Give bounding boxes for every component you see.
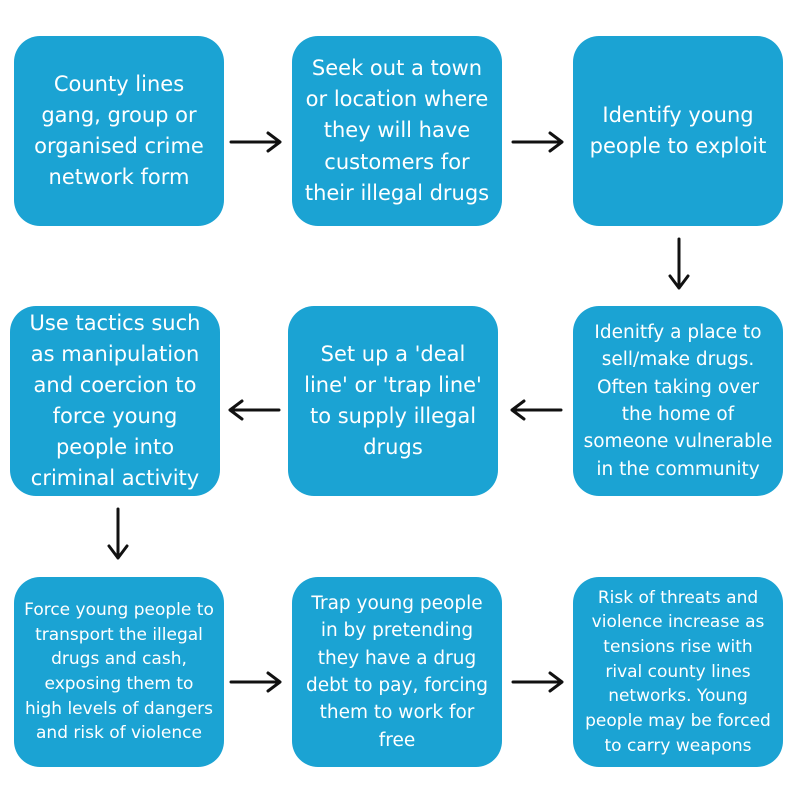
step-3-text: Identify young people to exploit [589, 102, 767, 158]
step-6-box: Use tactics such as manipulation and coe… [10, 306, 220, 496]
arrow-right-icon [511, 131, 564, 153]
step-5-box: Set up a 'deal line' or 'trap line' to s… [288, 306, 498, 496]
step-8-box: Trap young people in by pretending they … [292, 577, 502, 767]
arrow-left-icon [228, 399, 281, 421]
step-7-text: Force young people to transport the ille… [24, 600, 214, 744]
step-8-text: Trap young people in by pretending they … [305, 592, 489, 751]
step-4-text: Idenitfy a place to sell/make drugs. Oft… [583, 321, 773, 480]
step-9-text: Risk of threats and violence increase as… [585, 587, 771, 756]
step-5-text: Set up a 'deal line' or 'trap line' to s… [304, 341, 482, 460]
step-1-box: County lines gang, group or organised cr… [14, 36, 224, 226]
arrow-right-icon [229, 131, 282, 153]
step-7-box: Force young people to transport the ille… [14, 577, 224, 767]
arrow-left-icon [510, 399, 563, 421]
step-3-box: Identify young people to exploit [573, 36, 783, 226]
arrow-right-icon [511, 671, 564, 693]
step-2-box: Seek out a town or location where they w… [292, 36, 502, 226]
step-2-text: Seek out a town or location where they w… [304, 56, 490, 205]
arrow-down-icon [668, 237, 690, 290]
step-1-text: County lines gang, group or organised cr… [34, 71, 204, 190]
step-9-box: Risk of threats and violence increase as… [573, 577, 783, 767]
step-4-box: Idenitfy a place to sell/make drugs. Oft… [573, 306, 783, 496]
step-6-text: Use tactics such as manipulation and coe… [29, 310, 201, 491]
arrow-right-icon [229, 671, 282, 693]
arrow-down-icon [107, 507, 129, 560]
